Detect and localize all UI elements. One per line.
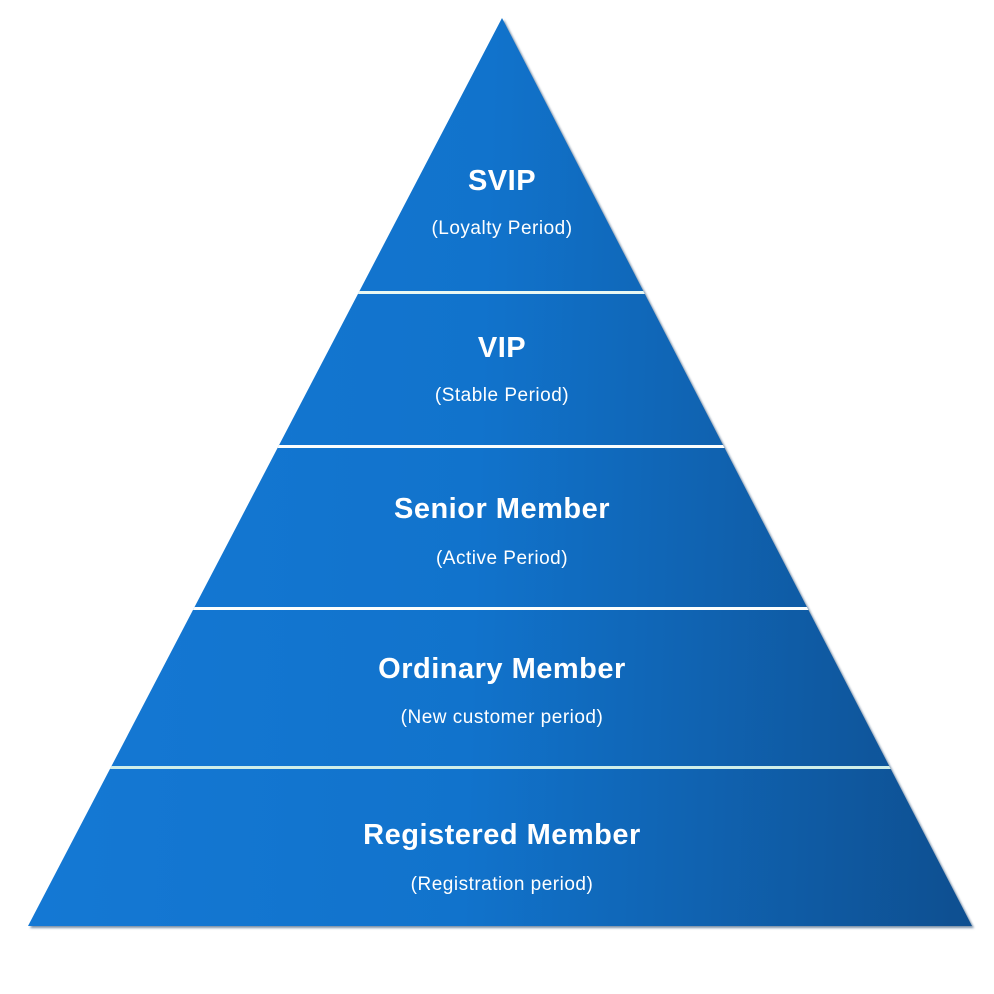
level-divider-vip-senior xyxy=(28,445,972,448)
level-divider-senior-ordinary xyxy=(28,607,972,610)
level-divider-svip-vip xyxy=(28,291,972,294)
level-divider-ordinary-registered xyxy=(28,766,972,769)
